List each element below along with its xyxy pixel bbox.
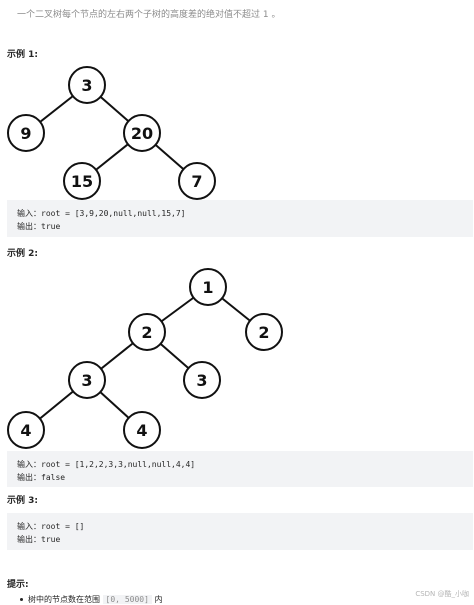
example-2-code-block: 输入：root = [1,2,2,3,3,null,null,4,4] 输出：f… [7, 451, 473, 487]
tree-node-label: 9 [20, 124, 31, 143]
tree-node: 4 [7, 411, 45, 449]
tree-node-label: 20 [131, 124, 153, 143]
tree-node-label: 1 [202, 278, 213, 297]
tree-node: 9 [7, 114, 45, 152]
output-value: false [41, 473, 66, 482]
tree-node: 20 [123, 114, 161, 152]
tree-node: 3 [183, 361, 221, 399]
bullet-icon [20, 598, 23, 601]
example-3-output-line: 输出：true [17, 533, 473, 546]
hint-prefix: 树中的节点数在范围 [28, 595, 100, 604]
output-label: 输出： [17, 535, 41, 544]
tree-node-label: 3 [81, 76, 92, 95]
input-label: 输入： [17, 460, 41, 469]
example-1-output-line: 输出：true [17, 220, 473, 233]
hint-suffix: 内 [154, 595, 163, 604]
tree-node-label: 15 [71, 172, 93, 191]
example-3-input-line: 输入：root = [] [17, 520, 473, 533]
tree-node: 15 [63, 162, 101, 200]
tree-node: 2 [128, 313, 166, 351]
tree-node-label: 2 [141, 323, 152, 342]
tree-node: 3 [68, 66, 106, 104]
tree-node: 2 [245, 313, 283, 351]
hint-code: [0, 5000] [102, 595, 152, 604]
tree-node-label: 4 [20, 421, 31, 440]
example-3-code-block: 输入：root = [] 输出：true [7, 513, 473, 550]
intro-text: 一个二叉树每个节点的左右两个子树的高度差的绝对值不超过 1 。 [17, 10, 281, 20]
tree-node-label: 3 [81, 371, 92, 390]
input-value: root = [] [41, 522, 85, 531]
example-2-tree-diagram: 1 2 2 3 3 4 4 [7, 268, 283, 449]
hint-list-item: 树中的节点数在范围 [0, 5000] 内 [20, 594, 162, 605]
output-label: 输出： [17, 222, 41, 231]
input-value: root = [3,9,20,null,null,15,7] [41, 209, 186, 218]
example-1-code-block: 输入：root = [3,9,20,null,null,15,7] 输出：tru… [7, 200, 473, 237]
example-3-title: 示例 3: [7, 496, 38, 506]
hints-title: 提示: [7, 580, 29, 590]
input-value: root = [1,2,2,3,3,null,null,4,4] [41, 460, 196, 469]
input-label: 输入： [17, 209, 41, 218]
tree-node-label: 7 [191, 172, 202, 191]
tree-node-label: 2 [258, 323, 269, 342]
tree-node-label: 4 [136, 421, 147, 440]
watermark: CSDN @酷_小咖 [415, 590, 469, 598]
tree-node: 7 [178, 162, 216, 200]
example-1-tree-diagram: 3 9 20 15 7 [7, 66, 216, 200]
tree-node-label: 3 [196, 371, 207, 390]
example-2-title: 示例 2: [7, 249, 38, 259]
output-value: true [41, 535, 61, 544]
tree-node: 4 [123, 411, 161, 449]
example-1-input-line: 输入：root = [3,9,20,null,null,15,7] [17, 207, 473, 220]
example-2-input-line: 输入：root = [1,2,2,3,3,null,null,4,4] [17, 458, 473, 471]
example-1-title: 示例 1: [7, 50, 38, 60]
example-2-output-line: 输出：false [17, 471, 473, 484]
output-value: true [41, 222, 61, 231]
input-label: 输入： [17, 522, 41, 531]
tree-node: 1 [189, 268, 227, 306]
tree-node: 3 [68, 361, 106, 399]
output-label: 输出： [17, 473, 41, 482]
